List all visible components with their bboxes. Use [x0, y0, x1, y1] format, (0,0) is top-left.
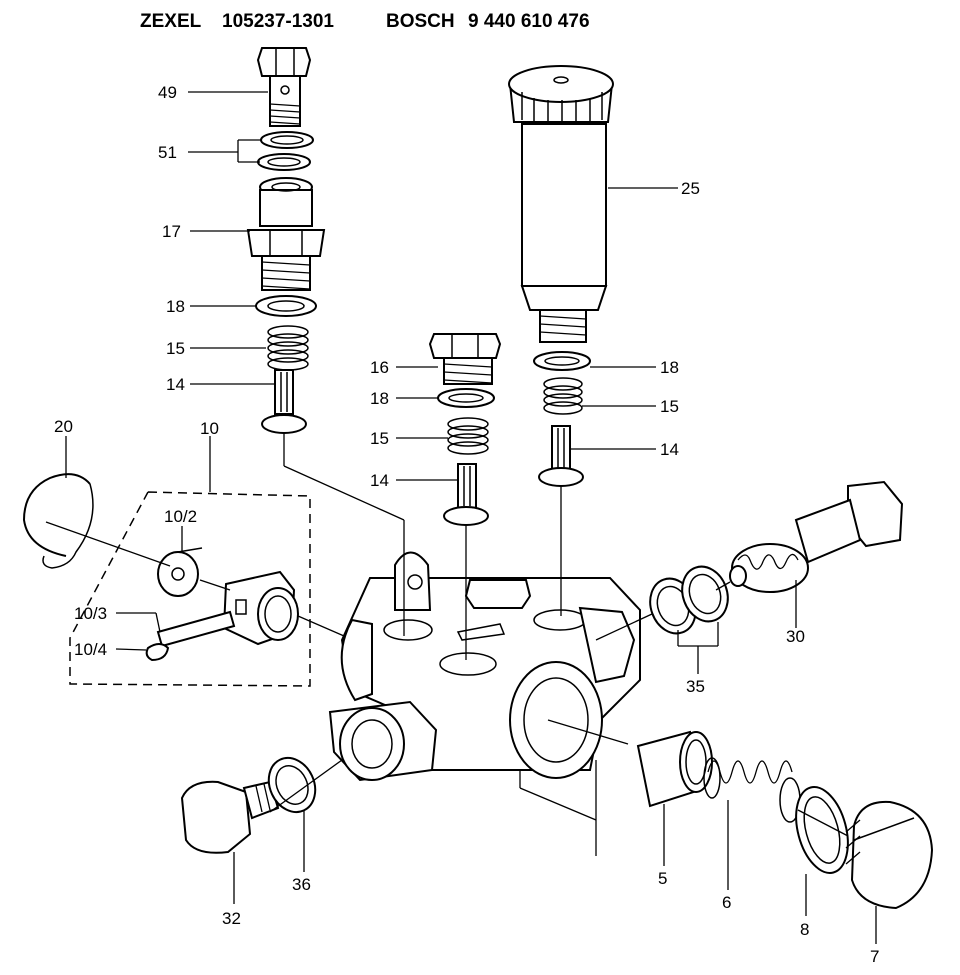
callout-15-middle: 15 [370, 429, 389, 448]
sealing-ring-18b [437, 388, 495, 408]
callout-14-middle: 14 [370, 471, 389, 490]
header: ZEXEL 105237-1301 BOSCH 9 440 610 476 [140, 11, 590, 32]
assembly-10-box [69, 491, 311, 687]
plunger-sleeve-30 [729, 480, 904, 593]
callout-5: 5 [658, 869, 667, 888]
callout-30: 30 [786, 627, 805, 646]
valve-14c [538, 425, 584, 487]
pin-10-4 [145, 643, 170, 662]
roller-10-2 [157, 547, 203, 597]
header-bosch-part-number: 9 440 610 476 [468, 11, 590, 32]
callout-10: 10 [200, 419, 219, 438]
sealing-ring-18c [533, 351, 591, 371]
plug-screw-7 [845, 800, 934, 910]
plug-screw-16 [428, 333, 502, 385]
callout-51: 51 [158, 143, 177, 162]
callout-8: 8 [800, 920, 809, 939]
callout-20: 20 [54, 417, 73, 436]
callout-15-left: 15 [166, 339, 185, 358]
callout-18-right: 18 [660, 358, 679, 377]
callout-14-right: 14 [660, 440, 679, 459]
sealing-ring-8 [795, 786, 849, 874]
banjo-bolt-49 [256, 47, 312, 127]
header-brand-zexel: ZEXEL [140, 11, 202, 32]
circlip-20 [22, 473, 94, 569]
valve-14b [443, 463, 489, 526]
pipe-union-17 [246, 177, 326, 291]
spring-15a [267, 325, 309, 371]
callout-18-middle: 18 [370, 389, 389, 408]
callout-35: 35 [686, 677, 705, 696]
callout-18-left: 18 [166, 297, 185, 316]
header-brand-bosch: BOSCH [386, 11, 455, 32]
sealing-rings-51 [257, 131, 314, 171]
callout-10-4: 10/4 [74, 640, 107, 659]
callout-14-left: 14 [166, 375, 185, 394]
spring-15c [543, 377, 583, 415]
plug-32 [180, 780, 280, 854]
callout-7: 7 [870, 947, 879, 966]
callout-32: 32 [222, 909, 241, 928]
sealing-rings-35 [649, 565, 729, 635]
callout-labels: 49 51 17 18 15 14 25 16 18 15 14 18 15 1… [54, 83, 879, 966]
callout-15-right: 15 [660, 397, 679, 416]
hand-pump-25 [508, 65, 614, 343]
assembly-lines [45, 434, 849, 856]
sealing-ring-18a [255, 295, 317, 317]
spring-15b [447, 417, 489, 455]
piston-5 [636, 730, 713, 808]
callout-49: 49 [158, 83, 177, 102]
pin-10-3 [156, 610, 236, 648]
callout-16: 16 [370, 358, 389, 377]
pump-housing [328, 551, 641, 782]
compression-spring-6 [703, 757, 801, 823]
callout-10-2: 10/2 [164, 507, 197, 526]
callout-17: 17 [162, 222, 181, 241]
leader-lines [65, 91, 877, 944]
callout-6: 6 [722, 893, 731, 912]
header-zexel-part-number: 105237-1301 [222, 11, 334, 32]
roller-tappet-10 [222, 570, 299, 646]
callout-25: 25 [681, 179, 700, 198]
callout-10-3: 10/3 [74, 604, 107, 623]
callout-36: 36 [292, 875, 311, 894]
valve-14a [261, 369, 307, 434]
